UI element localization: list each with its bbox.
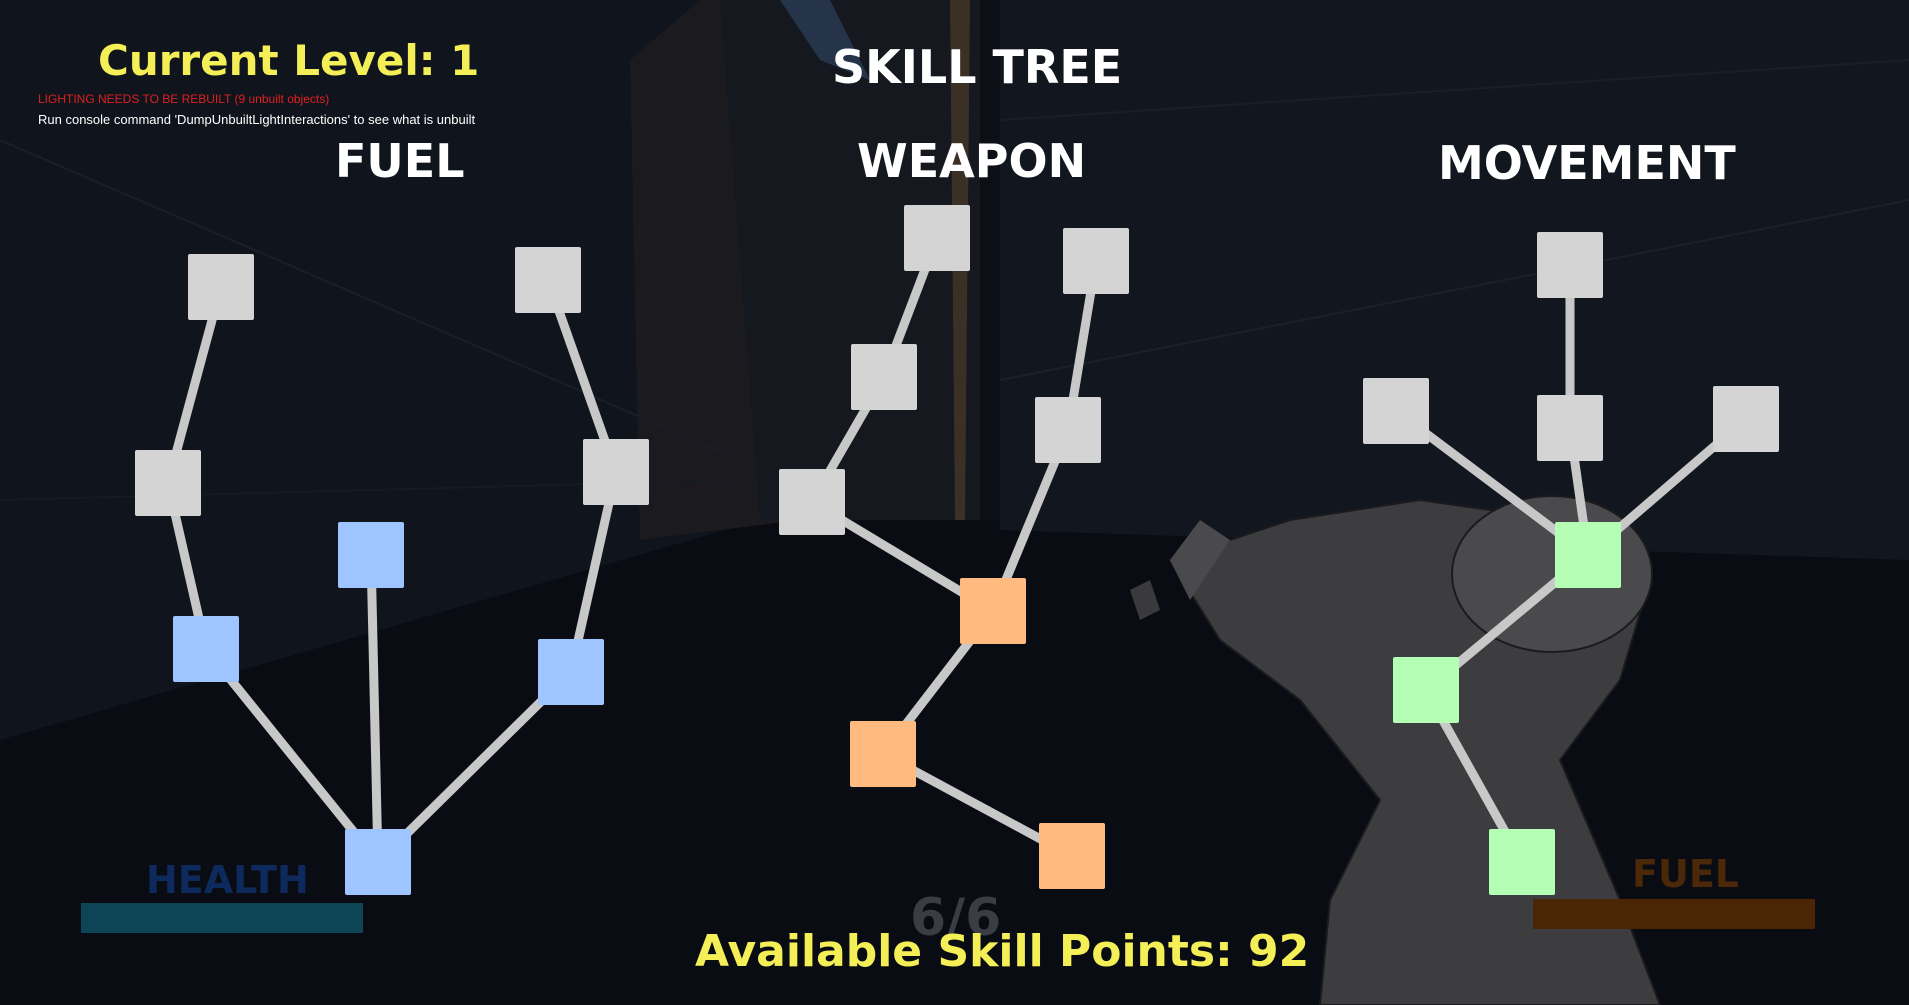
weapon-branch-title: WEAPON (857, 134, 1087, 188)
available-skill-points: Available Skill Points: 92 (695, 926, 1310, 977)
weapon-skill-node-right-top[interactable] (1063, 228, 1129, 294)
fuel-skill-node-right-top[interactable] (515, 247, 581, 313)
weapon-skill-node-mid[interactable] (850, 721, 916, 787)
fuel-label: FUEL (1632, 852, 1739, 896)
movement-skill-node-root[interactable] (1555, 522, 1621, 588)
movement-skill-node-leaf[interactable] (1489, 829, 1555, 895)
fuel-skill-node-root[interactable] (345, 829, 411, 895)
fuel-skill-node-left-top[interactable] (188, 254, 254, 320)
fuel-skill-node-center[interactable] (338, 522, 404, 588)
movement-branch-title: MOVEMENT (1438, 136, 1736, 190)
movement-skill-node-center-mid[interactable] (1537, 395, 1603, 461)
health-label: HEALTH (146, 858, 309, 902)
current-level-text: Current Level: 1 (98, 36, 480, 85)
weapon-skill-node-left-top[interactable] (904, 205, 970, 271)
weapon-skill-node-root[interactable] (960, 578, 1026, 644)
fuel-skill-node-left-lower[interactable] (173, 616, 239, 682)
movement-skill-node-right[interactable] (1713, 386, 1779, 452)
fuel-link-root-center (366, 550, 383, 867)
health-bar-fill (81, 903, 363, 933)
weapon-skill-node-right-mid[interactable] (1035, 397, 1101, 463)
skill-tree-nodes (135, 205, 1779, 895)
console-hint-text: Run console command 'DumpUnbuiltLightInt… (38, 112, 476, 127)
movement-skill-node-mid[interactable] (1393, 657, 1459, 723)
skill-tree-title: SKILL TREE (832, 40, 1123, 94)
lighting-warning-text: LIGHTING NEEDS TO BE REBUILT (9 unbuilt … (38, 92, 330, 106)
health-bar (81, 903, 363, 933)
fuel-branch-title: FUEL (335, 134, 465, 188)
weapon-skill-node-left-mid[interactable] (851, 344, 917, 410)
fuel-link-right-lower-right-mid (566, 467, 621, 677)
fuel-link-root-left-lower (201, 644, 383, 867)
fuel-bar-fill (1533, 899, 1815, 929)
weapon-skill-node-leaf[interactable] (1039, 823, 1105, 889)
fuel-bar (1533, 899, 1815, 929)
movement-skill-node-left[interactable] (1363, 378, 1429, 444)
fuel-skill-node-right-mid[interactable] (583, 439, 649, 505)
movement-skill-node-center-top[interactable] (1537, 232, 1603, 298)
fuel-skill-node-left-mid[interactable] (135, 450, 201, 516)
fuel-skill-node-right-lower[interactable] (538, 639, 604, 705)
weapon-skill-node-left-lower[interactable] (779, 469, 845, 535)
ammo-counter: 6/6 (910, 888, 1002, 948)
